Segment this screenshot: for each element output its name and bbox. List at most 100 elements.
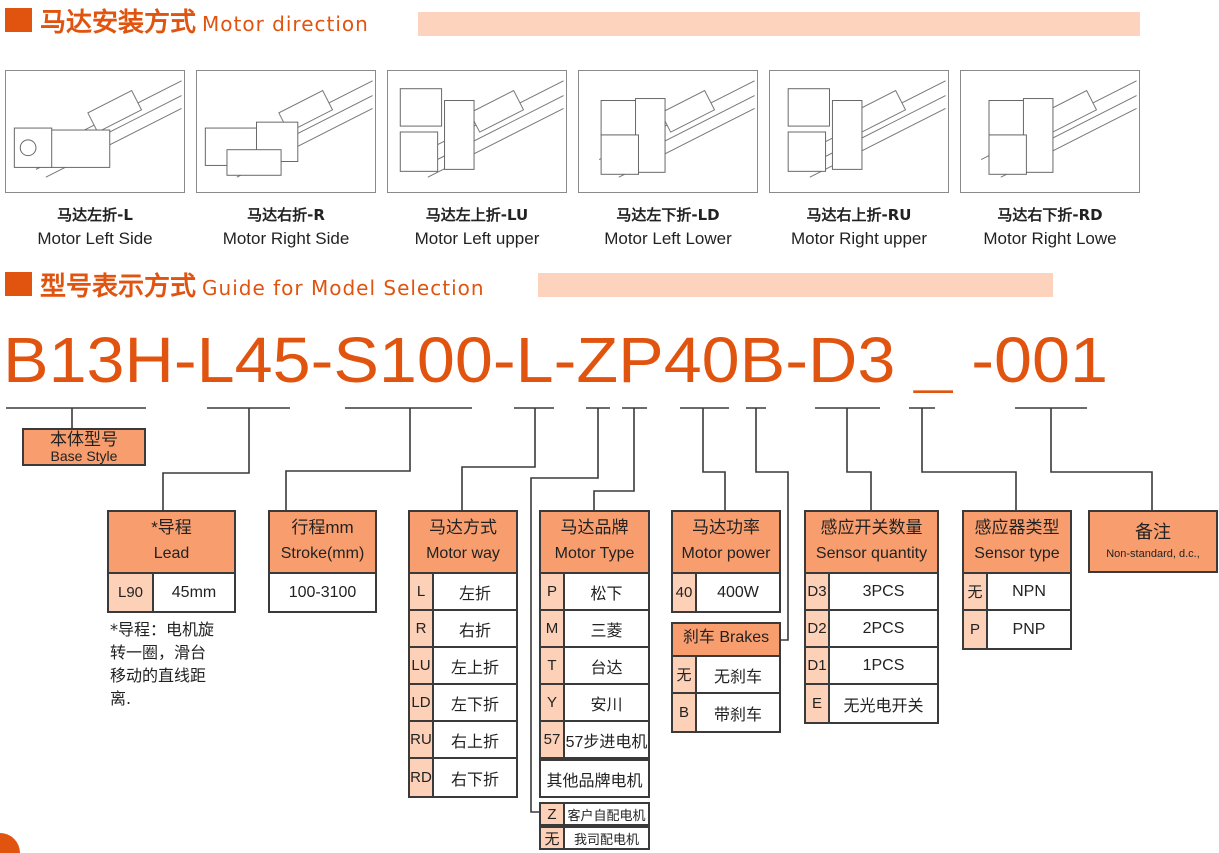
underline-base: [6, 407, 146, 428]
lead-value: 45mm: [171, 583, 217, 601]
option-code: D1: [806, 648, 830, 683]
motor_way-en: Motor way: [426, 545, 500, 562]
underline-stroke: [285, 407, 472, 510]
corner-decoration: [0, 833, 20, 853]
direction-cn: 马达右上折-RU: [806, 206, 912, 224]
option-row: LU 左上折: [410, 648, 516, 685]
title-cn: 型号表示方式: [40, 272, 197, 302]
direction-cn: 马达左上折-LU: [425, 206, 529, 224]
lead-note: *导程：电机旋 转一圈，滑台 移动的直线距 离.: [110, 618, 214, 710]
motor_power-en: Motor power: [681, 545, 771, 562]
sensor_type-en: Sensor type: [974, 545, 1060, 562]
note-line: 移动的直线距: [110, 666, 207, 685]
header-bar: [538, 273, 1053, 297]
direction-cn: 马达右下折-RD: [997, 206, 1103, 224]
direction-en: Motor Right Lowe: [983, 229, 1117, 248]
motor_power-cn: 马达功率: [692, 518, 760, 537]
option-value: 松下: [590, 585, 623, 603]
motor_way-cn: 马达方式: [429, 518, 497, 537]
lead-code: L90: [109, 574, 154, 611]
note-line: 离.: [110, 689, 132, 708]
option-value: 2PCS: [862, 619, 905, 637]
base-style-box: 本体型号 Base Style: [22, 428, 146, 466]
title-cn: 马达安装方式: [40, 8, 197, 38]
option-value: 右上折: [450, 733, 499, 751]
option-value: 3PCS: [862, 582, 905, 600]
option-code: LU: [410, 648, 434, 683]
direction-cn: 马达左下折-LD: [616, 206, 720, 224]
stroke-value: 100-3100: [288, 583, 357, 601]
remarks-en: Non-standard, d.c.,: [1106, 548, 1200, 560]
option-code: P: [541, 574, 565, 609]
option-code: D3: [806, 574, 830, 609]
option-code: R: [410, 611, 434, 646]
motor-right-upper-image: [769, 70, 949, 193]
brakes-title: 刹车 Brakes: [673, 624, 779, 657]
motor_type-en: Motor Type: [554, 545, 635, 562]
option-value: 无光电开关: [843, 697, 924, 715]
underline-lead: [162, 407, 290, 510]
option-code: E: [806, 685, 830, 722]
option-code: Z: [541, 804, 565, 824]
section-marker: [5, 272, 32, 296]
note-line: 转一圈，滑台: [110, 643, 207, 662]
option-row: D3 3PCS: [806, 574, 937, 611]
option-code: 57: [541, 722, 565, 757]
stroke-en: Stroke(mm): [280, 545, 365, 562]
motor-right-lower-image: [960, 70, 1140, 193]
underline-motor-power: [680, 407, 729, 510]
motor-left-lower-image: [578, 70, 758, 193]
option-code: LD: [410, 685, 434, 720]
underline-motor-type: [593, 407, 647, 510]
option-row: P 松下: [541, 574, 648, 611]
motor_type-cn: 马达品牌: [560, 518, 629, 537]
sensor_qty-cn: 感应开关数量: [820, 518, 923, 537]
stroke-cn: 行程mm: [291, 518, 354, 537]
option-value: 安川: [590, 696, 623, 714]
option-code: P: [964, 611, 988, 648]
option-value: 左上折: [450, 659, 499, 677]
direction-en: Motor Left upper: [414, 229, 540, 248]
model-code-text: B13H-L45-S100-L-ZP40B-D3 _ -001: [3, 324, 1108, 393]
section-marker: [5, 8, 32, 32]
option-code: L: [410, 574, 434, 609]
lead-row: L90 45mm: [109, 574, 234, 611]
option-code: T: [541, 648, 565, 683]
option-row: 无无刹车: [673, 657, 779, 694]
underline-motor-way: [461, 407, 554, 510]
option-code: 无: [541, 828, 565, 848]
direction-en: Motor Right Side: [222, 229, 350, 248]
underline-motor-supply: [530, 407, 610, 813]
option-value: NPN: [1012, 582, 1046, 600]
option-value: 客户自配电机: [567, 807, 646, 823]
option-row: E 无光电开关: [806, 685, 937, 722]
option-value: 57步进电机: [565, 733, 648, 751]
underline-sensor-qty: [815, 407, 880, 510]
base-en: Base Style: [50, 448, 118, 464]
option-code: M: [541, 611, 565, 646]
option-value: 其他品牌电机: [546, 772, 643, 790]
sensor_qty-en: Sensor quantity: [815, 545, 928, 562]
direction-cn: 马达左折-L: [57, 206, 133, 224]
underline-sensor-type: [909, 407, 1017, 510]
sensor_type-cn: 感应器类型: [974, 518, 1060, 537]
direction-cn: 马达右折-R: [247, 206, 325, 224]
title-en: Motor direction: [202, 12, 369, 36]
